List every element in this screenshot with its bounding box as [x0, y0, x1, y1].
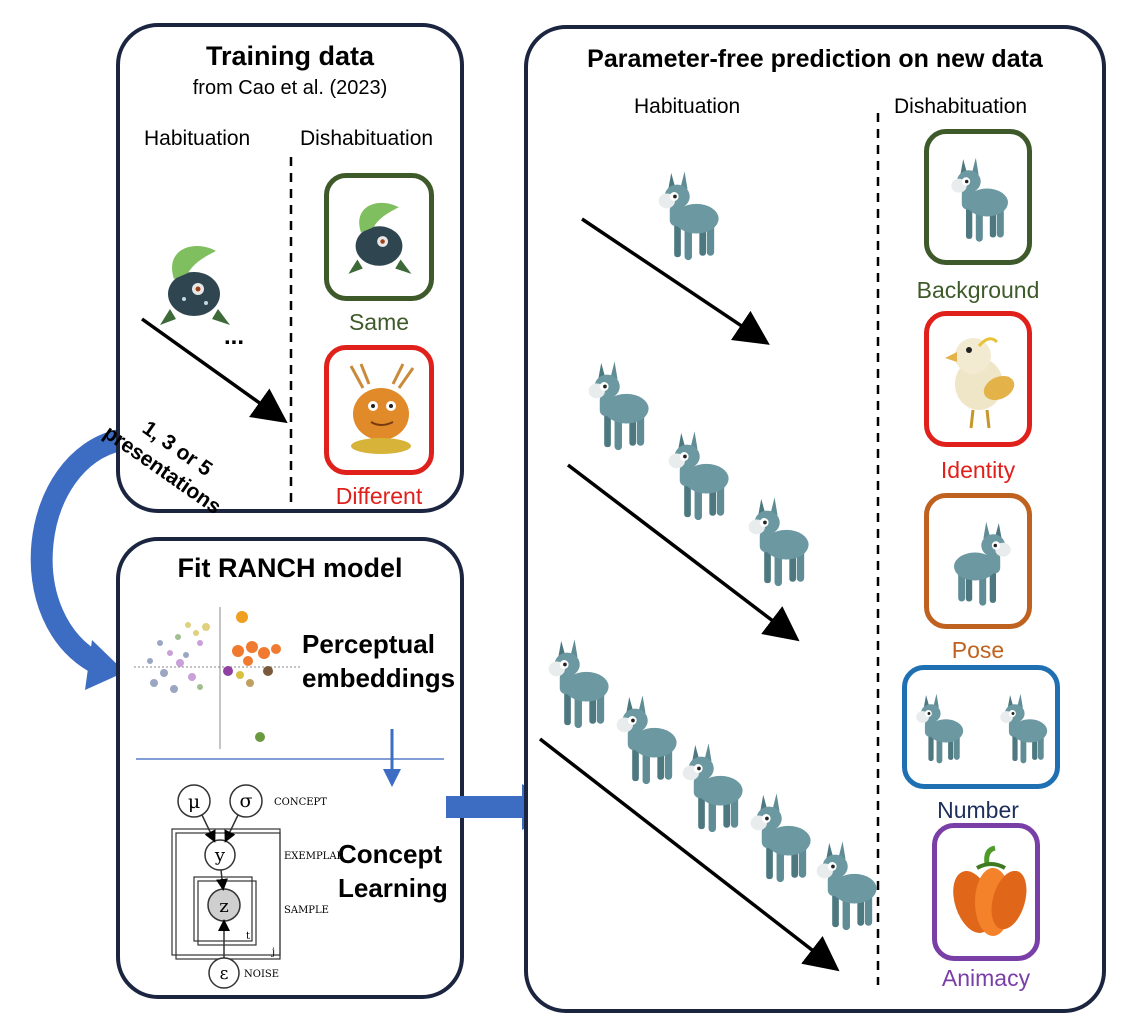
- different-label: Different: [335, 483, 423, 509]
- animacy-label: Animacy: [941, 965, 1031, 991]
- pose-donkey-image: [947, 508, 1017, 618]
- embedding-scatter-plot: [134, 607, 300, 749]
- graphical-model-diagram: μ σ y z ε CONCEPT EXEMPLAR SAMPLE NOISE …: [171, 784, 345, 989]
- donkey-hab1-1: [652, 165, 726, 265]
- prediction-title: Parameter-free prediction on new data: [587, 45, 1043, 73]
- concept-caption: CONCEPT: [274, 797, 327, 808]
- training-data-panel: Training data from Cao et al. (2023) Hab…: [99, 23, 464, 519]
- embeddings-label: Perceptual embeddings: [302, 627, 455, 695]
- identity-label: Identity: [940, 457, 1016, 483]
- sample-caption: SAMPLE: [284, 905, 329, 916]
- background-frame: [924, 129, 1032, 265]
- training-divider: [140, 157, 293, 507]
- embeddings-line1: Perceptual: [302, 629, 435, 659]
- pose-label: Pose: [951, 637, 1005, 663]
- concept-line2: Learning: [338, 873, 448, 903]
- fit-model-panel: Fit RANCH model Perceptual embeddings: [116, 537, 464, 999]
- eps-node: ε: [220, 964, 229, 984]
- j-plate-index: j: [271, 947, 275, 958]
- mu-node: μ: [188, 791, 200, 813]
- training-title: Training data: [205, 41, 375, 71]
- background-donkey-image: [945, 144, 1015, 254]
- identity-bird-image: [945, 337, 1015, 429]
- donkey-hab3-3: [742, 491, 816, 591]
- different-frame: [324, 345, 434, 475]
- background-label: Background: [916, 277, 1040, 303]
- donkey-hab3-2: [662, 425, 736, 525]
- donkey-hab5-1: [542, 633, 616, 733]
- concept-learning-label: Concept Learning: [338, 837, 448, 905]
- identity-frame: [924, 311, 1032, 447]
- prediction-panel: Parameter-free prediction on new data Ha…: [524, 25, 1106, 1013]
- donkey-hab5-2: [610, 689, 684, 789]
- number-donkey-image-1: [911, 682, 969, 774]
- training-subtitle: from Cao et al. (2023): [192, 77, 388, 99]
- animacy-pepper-image: [953, 845, 1027, 936]
- different-monster-image: [349, 363, 415, 454]
- habituation-monster-image: [160, 246, 230, 325]
- fit-separator: [136, 729, 444, 787]
- number-frame: [902, 665, 1060, 789]
- same-label: Same: [348, 309, 410, 335]
- donkey-hab3-1: [582, 355, 656, 455]
- ellipsis: ...: [224, 323, 245, 350]
- sigma-node: σ: [240, 790, 253, 812]
- fit-title: Fit RANCH model: [177, 553, 403, 583]
- exemplar-caption: EXEMPLAR: [284, 851, 345, 862]
- embeddings-line2: embeddings: [302, 663, 456, 693]
- same-frame: [324, 173, 434, 301]
- donkey-hab5-4: [744, 787, 818, 887]
- training-habituation-label: Habituation: [144, 127, 251, 150]
- donkey-hab5-3: [676, 737, 750, 837]
- concept-line1: Concept: [338, 839, 442, 869]
- animacy-frame: [932, 823, 1040, 961]
- number-label: Number: [937, 797, 1019, 823]
- noise-caption: NOISE: [244, 969, 279, 980]
- y-node: y: [214, 845, 226, 866]
- pose-frame: [924, 493, 1032, 629]
- number-donkey-image-2: [995, 682, 1053, 774]
- prediction-habituation-label: Habituation: [634, 95, 741, 118]
- prediction-lines: [538, 113, 880, 985]
- z-node: z: [219, 896, 228, 917]
- same-monster-image: [348, 202, 412, 274]
- t-plate-index: t: [246, 931, 250, 942]
- prediction-dishabituation-label: Dishabituation: [894, 95, 1028, 118]
- training-dishabituation-label: Dishabituation: [300, 127, 434, 150]
- donkey-hab5-5: [810, 835, 884, 935]
